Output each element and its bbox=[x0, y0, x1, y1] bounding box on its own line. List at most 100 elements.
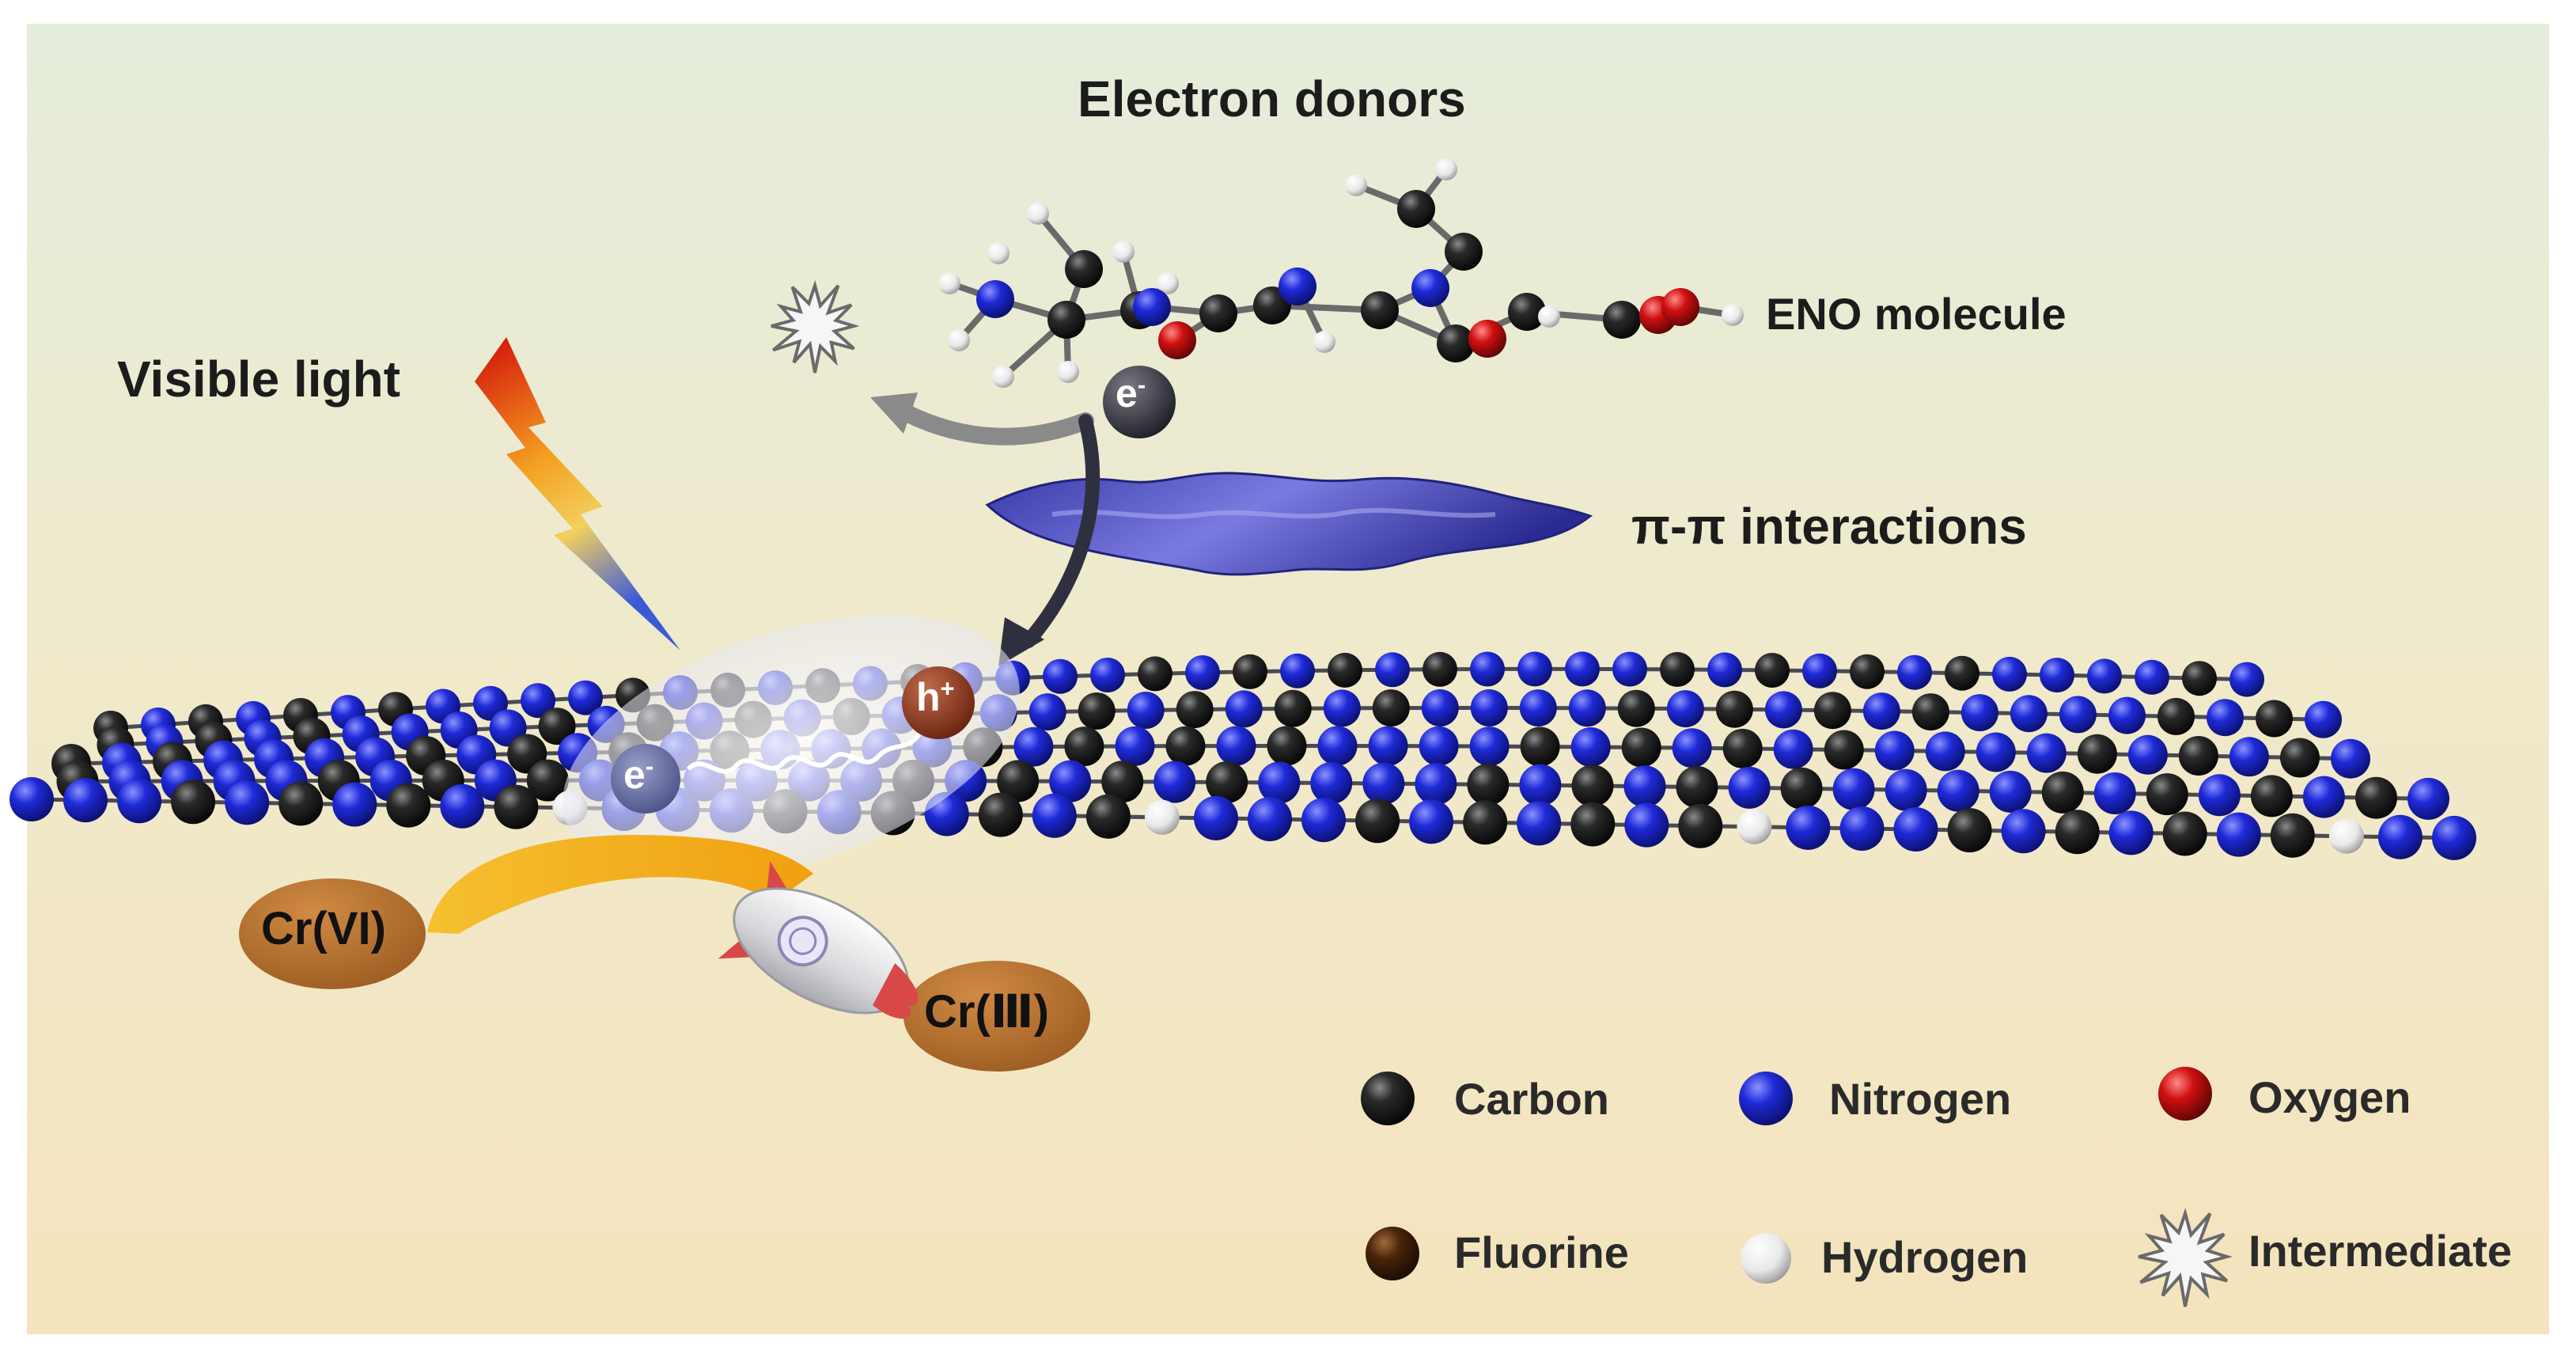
sheet-atom-172 bbox=[1832, 768, 1875, 810]
sheet-atom-162 bbox=[1310, 762, 1353, 804]
sheet-atom-14 bbox=[1897, 654, 1932, 690]
sheet-atom-210 bbox=[1409, 799, 1454, 844]
legend-carbon-label: Carbon bbox=[1454, 1074, 1609, 1124]
legend-intermediate-label: Intermediate bbox=[2248, 1226, 2512, 1276]
sheet-atom-165 bbox=[1467, 763, 1510, 806]
sheet-atom-45 bbox=[1617, 689, 1655, 727]
sheet-atom-215 bbox=[1678, 803, 1723, 848]
sheet-atom-203 bbox=[1032, 793, 1077, 838]
sheet-atom-187 bbox=[171, 780, 216, 825]
molecule-atom-18 bbox=[1361, 291, 1399, 329]
legend-intermediate-icon bbox=[2138, 1208, 2233, 1307]
molecule-atom-13 bbox=[1199, 294, 1237, 332]
sheet-atom-54 bbox=[1813, 692, 1851, 730]
sheet-atom-168 bbox=[1623, 765, 1666, 808]
sheet-atom-67 bbox=[2108, 696, 2146, 734]
sheet-atom-26 bbox=[2229, 662, 2264, 697]
electron-donor-particle bbox=[1103, 366, 1176, 438]
sheet-atom-52 bbox=[1764, 691, 1802, 729]
sheet-atom-202 bbox=[978, 792, 1023, 837]
sheet-atom-175 bbox=[1989, 770, 2032, 813]
excitation-glow bbox=[563, 615, 1020, 879]
legend-hydrogen-swatch bbox=[1741, 1233, 1791, 1284]
molecule-atom-28 bbox=[1603, 301, 1641, 339]
legend-nitrogen-label: Nitrogen bbox=[1829, 1074, 2012, 1124]
sheet-atom-51 bbox=[1176, 691, 1214, 729]
donor-electron-symbol: e- bbox=[1116, 370, 1146, 415]
sheet-atom-115 bbox=[1874, 730, 1915, 771]
sheet-atom-161 bbox=[1258, 761, 1301, 804]
sheet-atom-111 bbox=[1773, 729, 1813, 769]
sheet-atom-44 bbox=[1323, 689, 1361, 727]
sheet-atom-57 bbox=[1911, 693, 1949, 731]
sheet-atom-170 bbox=[1728, 766, 1771, 809]
sheet-atom-1 bbox=[1565, 651, 1600, 687]
sheet-atom-5 bbox=[1660, 651, 1695, 687]
eno-molecule-label: ENO molecule bbox=[1766, 289, 2066, 339]
sheet-atom-208 bbox=[1301, 798, 1346, 843]
molecule-atom-3 bbox=[987, 242, 1010, 264]
sheet-atom-93 bbox=[1317, 726, 1358, 766]
sheet-atom-229 bbox=[2432, 815, 2476, 860]
sheet-atom-46 bbox=[1274, 689, 1312, 727]
hole-symbol: h+ bbox=[916, 674, 955, 719]
sheet-atom-226 bbox=[2270, 813, 2315, 858]
sheet-atom-182 bbox=[2355, 776, 2397, 819]
molecule-atom-1 bbox=[938, 272, 960, 294]
sheet-atom-107 bbox=[1672, 728, 1712, 768]
sheet-atom-174 bbox=[1937, 769, 1979, 812]
sheet-atom-13 bbox=[1233, 654, 1267, 689]
sheet-atom-7 bbox=[1707, 652, 1742, 688]
sheet-atom-217 bbox=[1786, 805, 1831, 850]
sheet-atom-186 bbox=[117, 779, 162, 824]
legend-carbon-swatch bbox=[1361, 1072, 1415, 1125]
sheet-atom-41 bbox=[1519, 689, 1557, 727]
sheet-atom-167 bbox=[1571, 764, 1614, 807]
molecule-atom-24 bbox=[1435, 158, 1457, 180]
sheet-atom-121 bbox=[2026, 733, 2066, 773]
sheet-atom-181 bbox=[2302, 776, 2345, 818]
sheet-atom-48 bbox=[1225, 690, 1263, 728]
molecule-atom-6 bbox=[1027, 203, 1049, 225]
sheet-atom-21 bbox=[2087, 658, 2122, 694]
sheet-atom-166 bbox=[1519, 764, 1562, 806]
cr-vi-label: Cr(VI) bbox=[261, 903, 386, 954]
sheet-atom-42 bbox=[1372, 689, 1410, 727]
sheet-atom-205 bbox=[1144, 799, 1180, 835]
sheet-atom-81 bbox=[538, 707, 576, 745]
sheet-atom-109 bbox=[1722, 728, 1763, 768]
molecule-atom-20 bbox=[1437, 324, 1475, 362]
sheet-atom-96 bbox=[1165, 726, 1206, 766]
sheet-atom-193 bbox=[494, 784, 539, 829]
sheet-atom-123 bbox=[2077, 734, 2117, 774]
legend-oxygen-swatch bbox=[2158, 1067, 2212, 1121]
molecule-atom-4 bbox=[1047, 301, 1085, 339]
molecule-atom-17 bbox=[1313, 331, 1335, 353]
sheet-atom-169 bbox=[1676, 766, 1718, 808]
excited-electron-symbol: e- bbox=[623, 752, 654, 797]
sheet-atom-25 bbox=[2182, 661, 2217, 696]
sheet-atom-183 bbox=[2407, 777, 2449, 820]
sheet-atom-222 bbox=[2055, 810, 2100, 855]
electron-donors-label: Electron donors bbox=[1078, 70, 1466, 127]
sheet-atom-17 bbox=[1138, 656, 1172, 692]
pi-pi-interaction-surface bbox=[985, 472, 1593, 576]
sheet-atom-211 bbox=[1463, 800, 1508, 845]
sheet-atom-16 bbox=[1945, 655, 1979, 691]
sheet-atom-223 bbox=[2108, 810, 2154, 855]
sheet-atom-6 bbox=[1375, 652, 1410, 688]
sheet-atom-132 bbox=[2331, 738, 2370, 779]
sheet-atom-128 bbox=[2229, 737, 2269, 777]
legend-fluorine-swatch bbox=[1366, 1227, 1419, 1280]
sheet-atom-119 bbox=[1976, 732, 2016, 772]
molecule-atom-12 bbox=[1133, 288, 1171, 326]
sheet-atom-58 bbox=[1029, 693, 1066, 731]
sheet-atom-214 bbox=[1624, 802, 1669, 848]
hole-particle bbox=[902, 666, 975, 739]
sheet-atom-36 bbox=[521, 683, 555, 719]
sheet-atom-209 bbox=[1355, 798, 1400, 844]
sheet-atom-125 bbox=[2127, 734, 2168, 775]
sheet-atom-9 bbox=[1755, 653, 1790, 688]
molecule-atom-7 bbox=[992, 366, 1014, 388]
